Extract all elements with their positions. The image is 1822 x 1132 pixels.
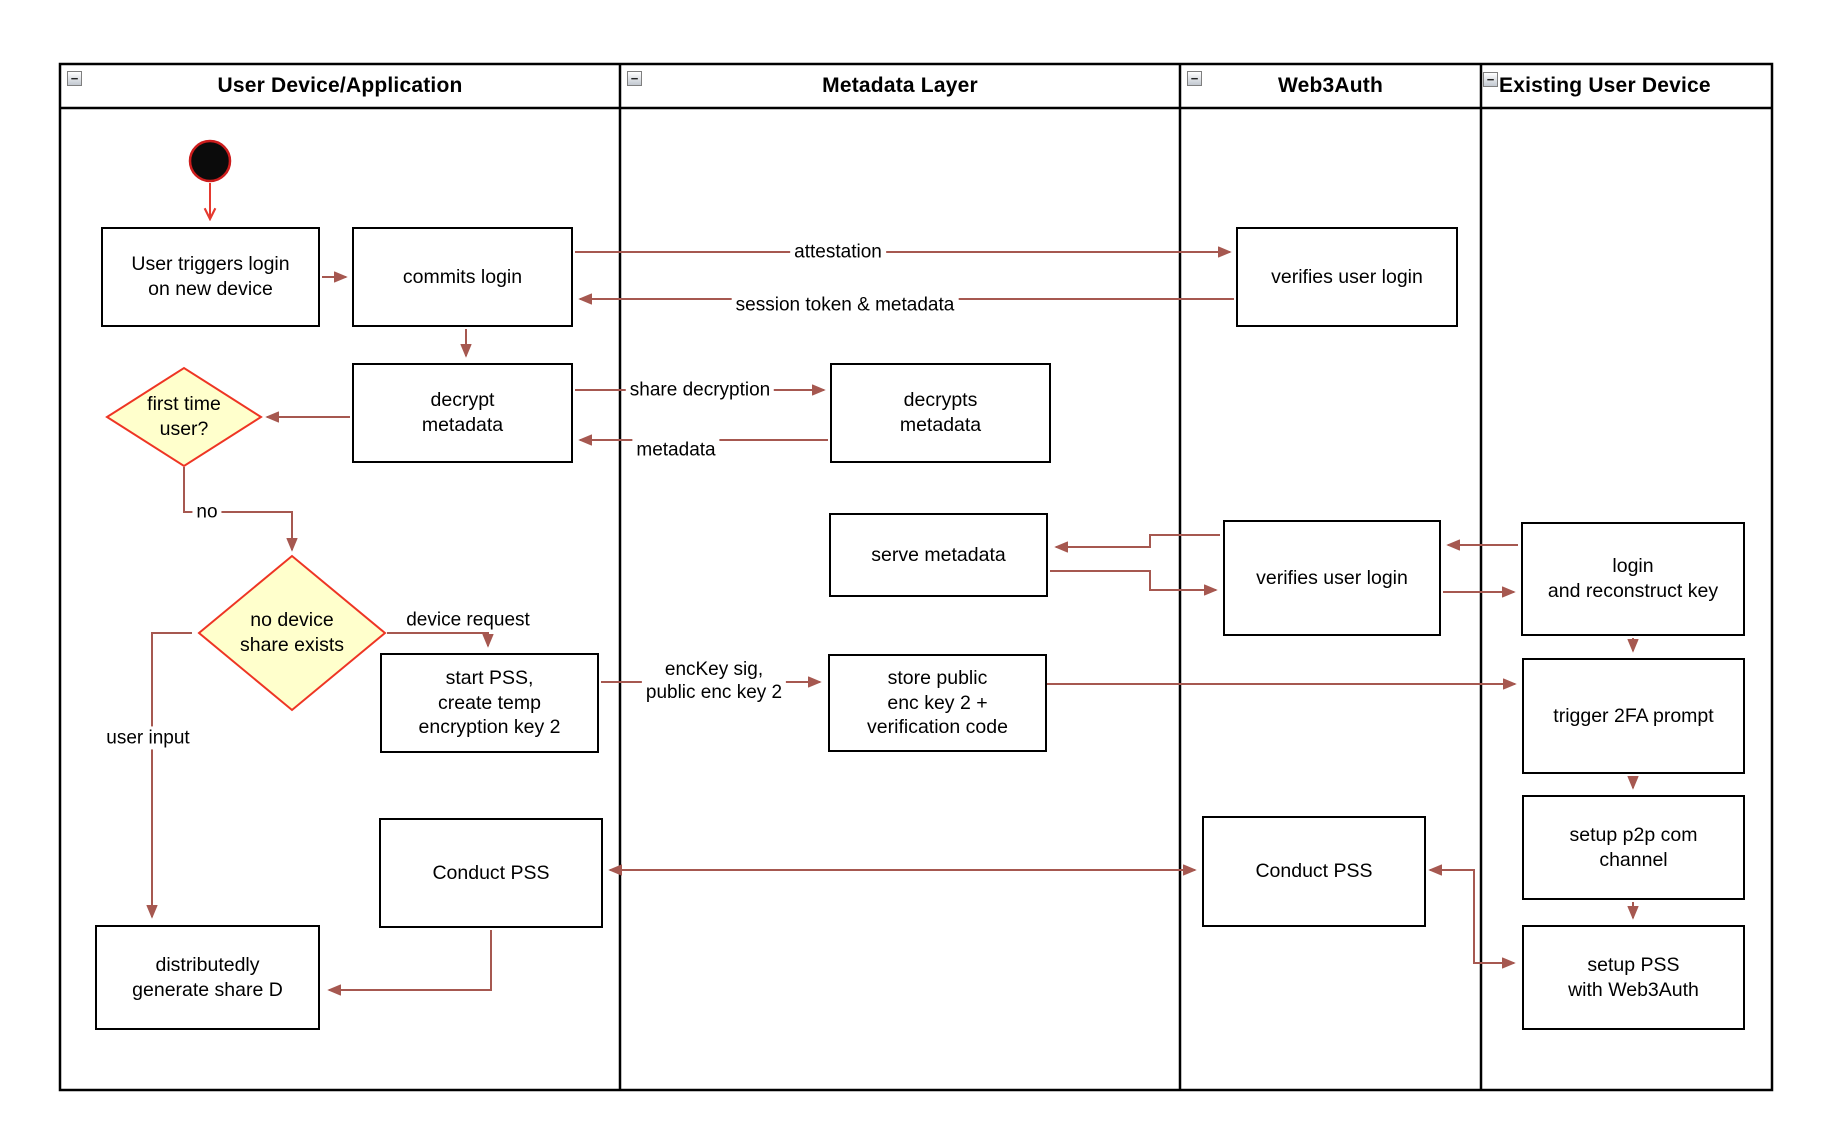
edge-label-attestation[interactable]: attestation [790, 240, 886, 264]
lane-title-user-device: User Device/Application [217, 74, 463, 97]
collapse-icon[interactable]: − [1187, 71, 1202, 86]
node-login-reconstruct-key[interactable]: login and reconstruct key [1521, 522, 1745, 636]
edge-serve-to-verifies2 [1050, 570, 1216, 590]
node-setup-p2p-channel[interactable]: setup p2p com channel [1522, 795, 1745, 900]
node-trigger-2fa-prompt[interactable]: trigger 2FA prompt [1522, 658, 1745, 774]
edge-conduct1-to-share-d [329, 930, 492, 990]
lane-header-web3auth[interactable]: Web3Auth [1180, 64, 1481, 108]
lane-header-user-device[interactable]: User Device/Application [60, 64, 620, 108]
node-verifies-user-login-1[interactable]: verifies user login [1236, 227, 1458, 327]
node-serve-metadata[interactable]: serve metadata [829, 513, 1048, 597]
decision-label-first-time-user: first time user? [147, 393, 221, 440]
pool-frame [58, 62, 1774, 1092]
decision-no-device-share[interactable] [197, 554, 387, 712]
node-decrypt-metadata[interactable]: decrypt metadata [352, 363, 573, 463]
lane-title-existing-device: Existing User Device [1499, 74, 1711, 97]
edge-label-share-decryption[interactable]: share decryption [625, 378, 775, 402]
lane-title-web3auth: Web3Auth [1277, 74, 1384, 97]
lane-title-metadata-layer: Metadata Layer [822, 74, 978, 97]
edge-user-input [152, 632, 192, 917]
collapse-icon[interactable]: − [67, 71, 82, 86]
collapse-icon[interactable]: − [627, 71, 642, 86]
node-user-triggers-login[interactable]: User triggers login on new device [101, 227, 320, 327]
node-conduct-pss-user-device[interactable]: Conduct PSS [379, 818, 603, 928]
lane-header-metadata-layer[interactable]: Metadata Layer [620, 64, 1180, 108]
node-start-pss[interactable]: start PSS, create temp encryption key 2 [380, 653, 599, 753]
edge-label-enckey-sig[interactable]: encKey sig, public enc key 2 [641, 657, 787, 705]
edge-label-no[interactable]: no [192, 500, 222, 524]
node-distributedly-generate-share-d[interactable]: distributedly generate share D [95, 925, 320, 1030]
decision-first-time-user[interactable] [105, 366, 263, 468]
edge-conduct2-setup-pss [1430, 870, 1514, 963]
lane-header-existing-device[interactable]: Existing User Device [1481, 64, 1790, 108]
node-decrypts-metadata[interactable]: decrypts metadata [830, 363, 1051, 463]
node-setup-pss-web3auth[interactable]: setup PSS with Web3Auth [1522, 925, 1745, 1030]
node-verifies-user-login-2[interactable]: verifies user login [1223, 520, 1441, 636]
collapse-icon[interactable]: − [1483, 72, 1498, 87]
edge-label-metadata[interactable]: metadata [632, 438, 720, 462]
edge-label-device-request[interactable]: device request [406, 609, 530, 631]
edge-no-branch [183, 467, 292, 550]
node-conduct-pss-web3auth[interactable]: Conduct PSS [1202, 816, 1426, 927]
edge-label-session-token[interactable]: session token & metadata [731, 293, 959, 317]
decision-label-no-device-share: no device share exists [239, 609, 345, 656]
initial-state-node[interactable] [188, 139, 232, 183]
edge-verifies2-to-serve [1056, 534, 1220, 547]
edge-label-user-input[interactable]: user input [102, 726, 194, 750]
edge-device-request [387, 632, 488, 646]
node-store-public-enc-key[interactable]: store public enc key 2 + verification co… [828, 654, 1047, 752]
node-commits-login[interactable]: commits login [352, 227, 573, 327]
